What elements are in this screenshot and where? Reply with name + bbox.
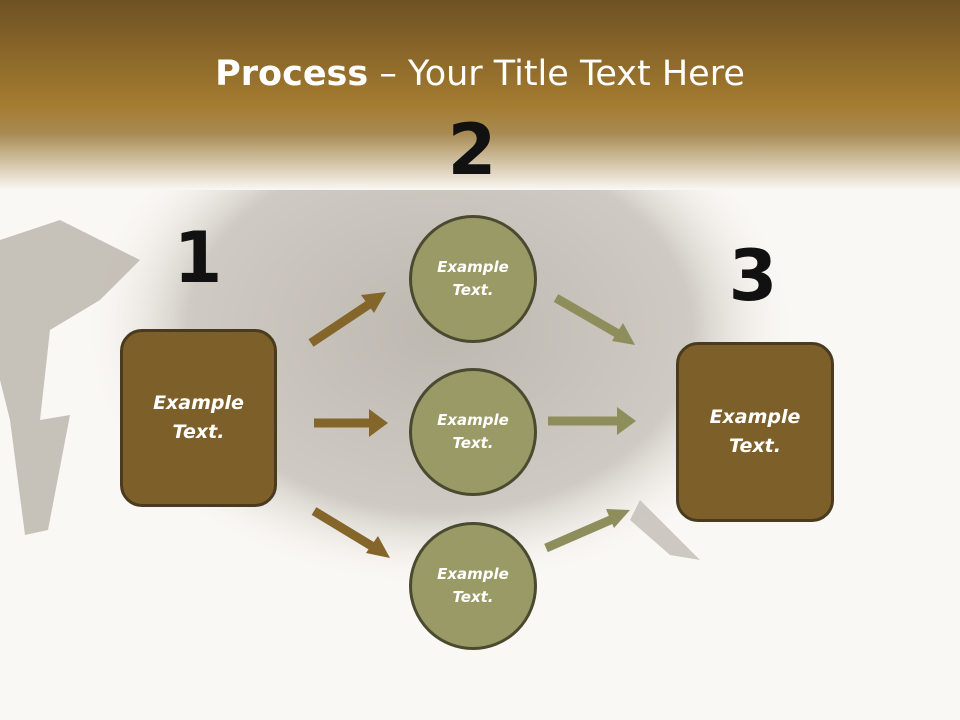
step-number-1: 1 bbox=[173, 217, 223, 299]
step3-box-text: Example Text. bbox=[709, 406, 801, 457]
bee-leg-shape bbox=[0, 220, 140, 535]
step2-circle-top: Example Text. bbox=[409, 215, 537, 343]
step1-box: Example Text. bbox=[120, 329, 277, 507]
step3-box: Example Text. bbox=[676, 342, 834, 522]
circle-middle-text: Example Text. bbox=[437, 411, 509, 452]
step1-box-text: Example Text. bbox=[153, 392, 244, 443]
header-band bbox=[0, 0, 960, 190]
circle-top-text: Example Text. bbox=[437, 258, 509, 299]
title-rest: – Your Title Text Here bbox=[368, 54, 745, 94]
step-number-2: 2 bbox=[447, 109, 497, 191]
step2-circle-bottom: Example Text. bbox=[409, 522, 537, 650]
arrow-bottom-to-3 bbox=[544, 509, 630, 553]
circle-bottom-text: Example Text. bbox=[437, 565, 509, 606]
arrow-top-to-3 bbox=[553, 294, 635, 345]
title-bold: Process bbox=[215, 54, 369, 94]
bee-claw-shape bbox=[630, 500, 700, 560]
slide-title: Process – Your Title Text Here bbox=[0, 52, 960, 96]
arrow-middle-to-3 bbox=[548, 407, 636, 435]
arrow-1-to-top bbox=[308, 292, 386, 347]
arrow-1-to-bottom bbox=[311, 507, 390, 558]
arrow-1-to-middle bbox=[314, 409, 388, 437]
step-number-3: 3 bbox=[728, 235, 778, 317]
step2-circle-middle: Example Text. bbox=[409, 368, 537, 496]
